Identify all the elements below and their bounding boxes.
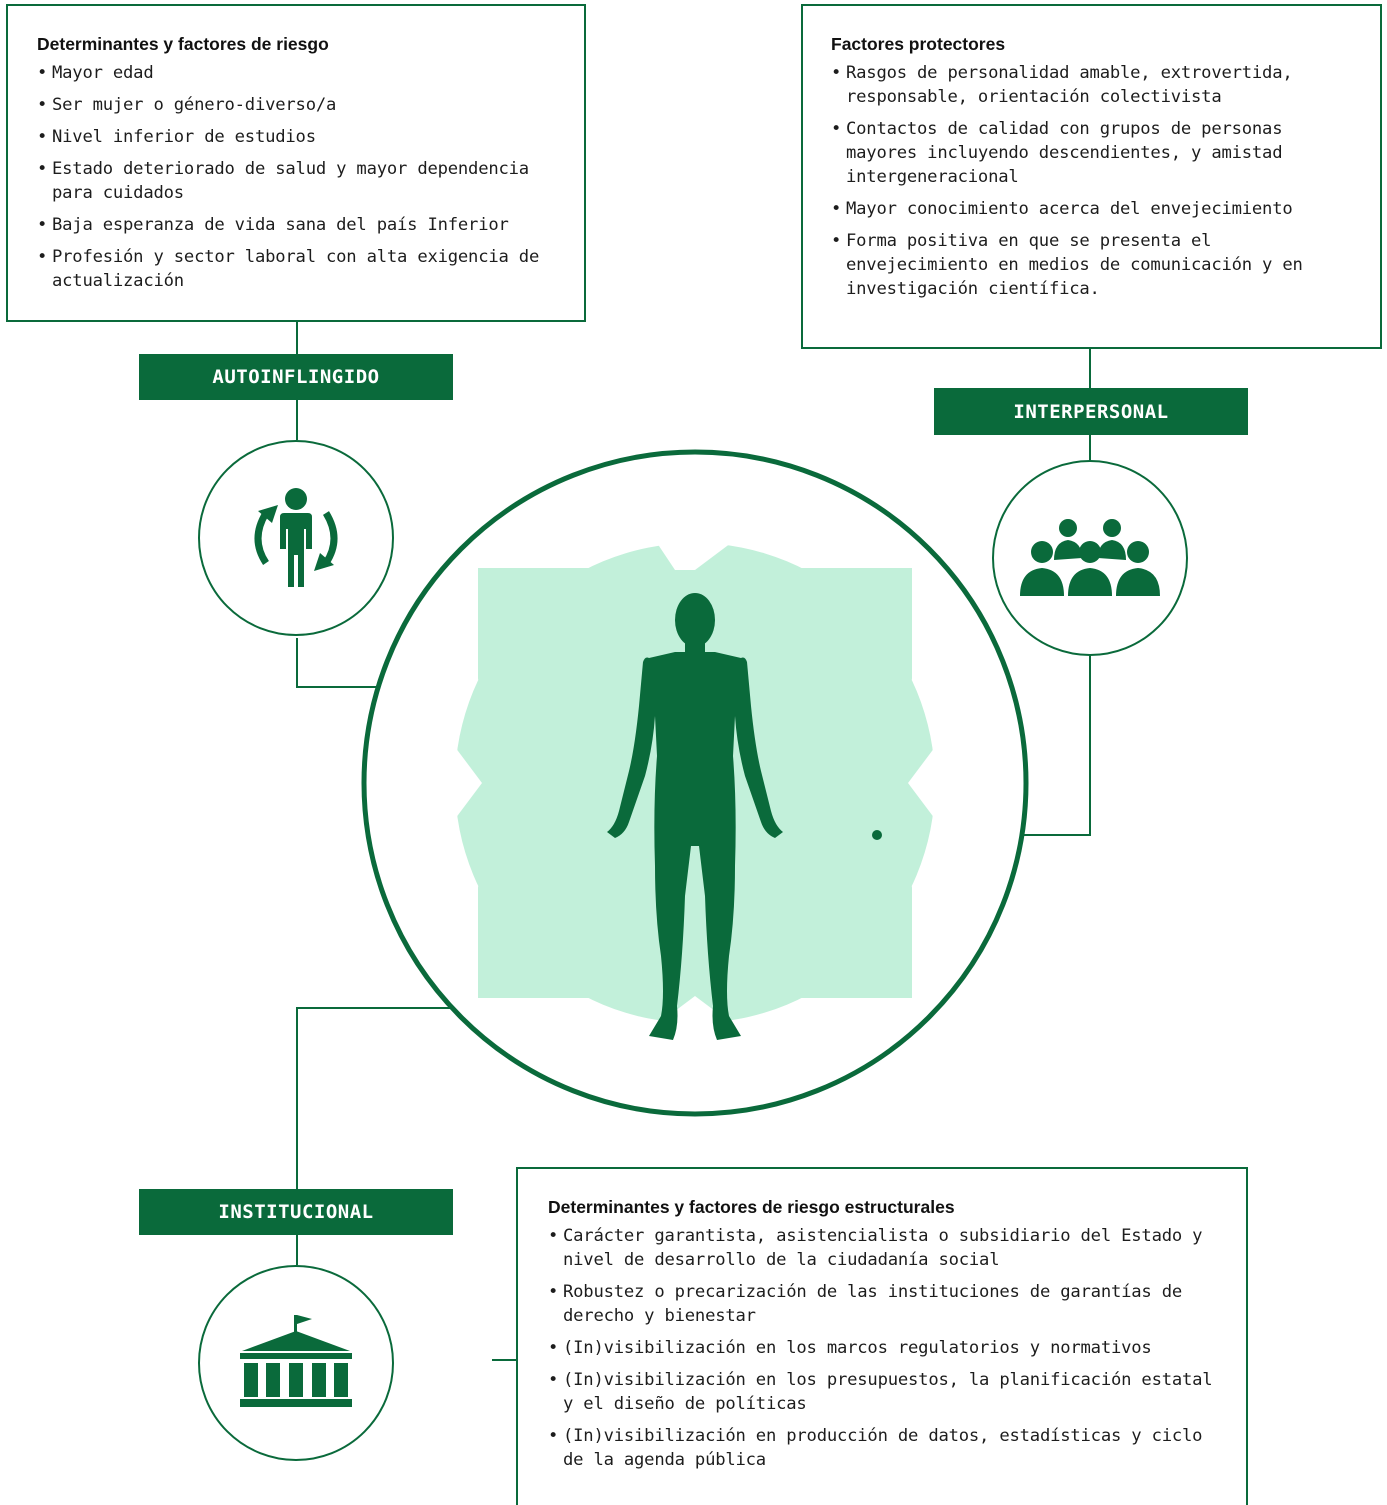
self-factors-list: Mayor edad Ser mujer o género-diverso/a … xyxy=(37,61,560,293)
list-item: Mayor conocimiento acerca del envejecimi… xyxy=(831,197,1356,221)
self-factors-box: Determinantes y factores de riesgo Mayor… xyxy=(6,4,586,322)
list-item: Profesión y sector laboral con alta exig… xyxy=(37,245,560,293)
list-item: Nivel inferior de estudios xyxy=(37,125,560,149)
human-body-icon xyxy=(607,593,783,1040)
list-item: Baja esperanza de vida sana del país Inf… xyxy=(37,213,560,237)
interpersonal-factors-list: Rasgos de personalidad amable, extrovert… xyxy=(831,61,1356,301)
list-item: Robustez o precarización de las instituc… xyxy=(548,1280,1216,1328)
list-item: (In)visibilización en los marcos regulat… xyxy=(548,1336,1216,1360)
connector-dot xyxy=(872,830,882,840)
institutional-factors-box: Determinantes y factores de riesgo estru… xyxy=(516,1167,1248,1505)
institutional-label: INSTITUCIONAL xyxy=(139,1189,453,1235)
group-people-icon xyxy=(1020,519,1160,596)
institutional-box-title: Determinantes y factores de riesgo estru… xyxy=(548,1197,955,1217)
list-item: Estado deteriorado de salud y mayor depe… xyxy=(37,157,560,205)
institutional-factors-list: Carácter garantista, asistencialista o s… xyxy=(548,1224,1216,1472)
connector-institutional-center xyxy=(296,1007,455,1189)
list-item: Contactos de calidad con grupos de perso… xyxy=(831,117,1356,189)
person-cycle-icon xyxy=(254,488,338,587)
government-building-icon xyxy=(240,1315,352,1407)
list-item: Rasgos de personalidad amable, extrovert… xyxy=(831,61,1356,109)
center-diagram xyxy=(361,449,1029,1117)
list-item: Forma positiva en que se presenta el env… xyxy=(831,229,1356,301)
list-item: Ser mujer o género-diverso/a xyxy=(37,93,560,117)
list-item: Carácter garantista, asistencialista o s… xyxy=(548,1224,1216,1272)
interpersonal-box-title: Factores protectores xyxy=(831,34,1006,54)
self-label: AUTOINFLINGIDO xyxy=(139,354,453,400)
list-item: Mayor edad xyxy=(37,61,560,85)
interpersonal-icon-circle xyxy=(992,460,1188,656)
list-item: (In)visibilización en producción de dato… xyxy=(548,1424,1216,1472)
self-box-title: Determinantes y factores de riesgo xyxy=(37,34,329,54)
interpersonal-factors-box: Factores protectores Rasgos de personali… xyxy=(801,4,1382,349)
list-item: (In)visibilización en los presupuestos, … xyxy=(548,1368,1216,1416)
self-icon-circle xyxy=(198,440,394,636)
institutional-icon-circle xyxy=(198,1265,394,1461)
interpersonal-label: INTERPERSONAL xyxy=(934,388,1248,435)
